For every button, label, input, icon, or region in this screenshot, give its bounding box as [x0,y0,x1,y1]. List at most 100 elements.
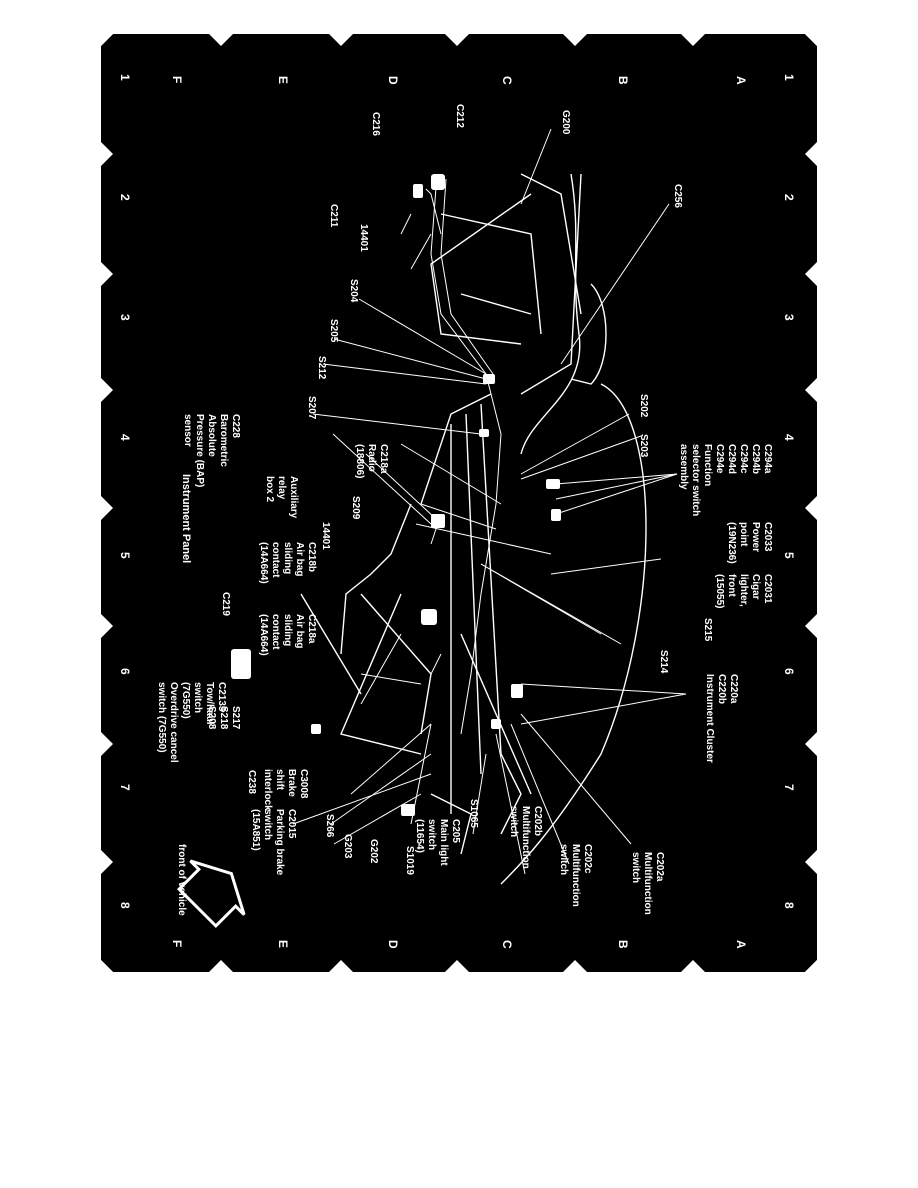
svg-text:C218a: C218a [378,444,389,474]
svg-text:(14A664): (14A664) [258,542,269,584]
label-instrument-cluster: C220a C220b Instrument Cluster [704,674,739,763]
label-c256: C256 [672,184,683,208]
svg-text:contact: contact [270,542,281,578]
grid-letter-d-bottom: D [386,940,400,949]
svg-text:C202b: C202b [532,806,543,836]
svg-text:C220b: C220b [716,674,727,704]
grid-letter-b-top: B [616,76,630,85]
border-triangle-left [101,142,113,166]
svg-text:C294c: C294c [738,444,749,474]
svg-text:assembly: assembly [678,444,689,490]
label-s217: S217 [230,706,241,730]
label-s266: S266 [324,814,335,838]
svg-text:C202c: C202c [582,844,593,874]
border-triangle-right [805,850,817,874]
svg-text:(19N236): (19N236) [726,522,737,564]
svg-text:Overdrive cancel: Overdrive cancel [168,682,179,763]
grid-number-5-left: 5 [118,552,132,559]
label-parking-brake-switch: C2015 Parking brake switch (15A851) [250,809,297,876]
label-radio: C218a Radio (18806) [354,444,389,478]
svg-text:C294d: C294d [726,444,737,474]
svg-text:(14A664): (14A664) [258,614,269,656]
svg-text:C2033: C2033 [762,522,773,552]
svg-text:Air bag: Air bag [294,542,305,576]
svg-text:(11654): (11654) [414,819,425,853]
label-g203: G203 [342,834,353,859]
label-cigar-lighter: C2031 Cigar lighter, front (15055) [714,574,773,608]
border-triangle-bottom [681,960,705,972]
diagram-title: Instrument Panel [180,474,192,563]
label-s1065: S1065 [468,799,479,828]
svg-text:Function: Function [702,444,713,486]
svg-text:lighter,: lighter, [738,574,749,607]
label-power-point: C2033 Power point (19N236) [726,522,773,564]
label-multifunction-switch-a: C202a Multifunction switch [630,852,665,915]
svg-text:Barometric: Barometric [218,414,229,467]
border-triangle-left [101,262,113,286]
svg-text:(7G550): (7G550) [180,682,191,719]
instrument-panel-wiring-diagram: 1 2 3 4 5 6 7 8 1 2 3 4 5 6 7 8 A B C D … [101,34,817,972]
svg-text:(18806): (18806) [354,444,365,478]
svg-text:switch: switch [192,682,203,713]
svg-text:switch: switch [508,806,519,837]
grid-letter-f-top: F [170,76,184,83]
grid-letter-c-bottom: C [500,940,514,949]
label-c218b-air-bag: C218b Air bag sliding contact (14A664) [258,542,317,584]
svg-text:box 2: box 2 [264,476,275,503]
border-triangle-bottom [563,960,587,972]
border-triangle-bottom [329,960,353,972]
instrument-panel-drawing [300,173,647,885]
svg-text:Radio: Radio [366,444,377,472]
label-s214: S214 [658,650,669,674]
label-c211: C211 [328,204,339,228]
svg-text:C218a: C218a [306,614,317,644]
label-s215: S215 [702,618,713,642]
grid-letter-e-top: E [276,76,290,84]
grid-number-8-right: 8 [782,902,796,909]
svg-text:switch (7G550): switch (7G550) [156,682,167,753]
border-triangle-right [805,614,817,638]
wiring-harness-and-leaders [292,128,687,875]
label-c216: C216 [370,112,381,136]
grid-number-7-right: 7 [782,784,796,791]
svg-text:Auxiliary: Auxiliary [288,476,299,519]
border-triangle-right [805,142,817,166]
svg-text:Multifunction: Multifunction [520,806,531,869]
svg-text:front: front [726,574,737,597]
svg-text:Cigar: Cigar [750,574,761,600]
grid-number-5-right: 5 [782,552,796,559]
component-labels: C212 C216 C211 14401 G200 C256 S204 S205… [156,104,773,916]
label-function-selector-switch: C294a C294b C294c C294d C294e Function s… [678,444,773,516]
svg-text:(15A851): (15A851) [250,809,261,851]
border-triangle-left [101,496,113,520]
grid-number-7-left: 7 [118,784,132,791]
front-of-vehicle-arrow-icon [176,859,246,929]
label-multifunction-switch-b: C202b Multifunction switch [508,806,543,869]
grid-number-4-left: 4 [118,434,132,441]
label-auxiliary-relay-box: Auxiliary relay box 2 [264,476,299,519]
svg-text:Main light: Main light [438,819,449,866]
label-g202: G202 [368,839,379,864]
label-s204: S204 [348,279,359,303]
border-triangle-top [209,34,233,46]
border-triangle-bottom [209,960,233,972]
border-triangle-left [101,850,113,874]
border-triangle-top [445,34,469,46]
svg-text:C202a: C202a [654,852,665,882]
svg-text:Power: Power [750,522,761,552]
border-triangle-top [329,34,353,46]
grid-letter-d-top: D [386,76,400,85]
label-s202: S202 [638,394,649,418]
svg-text:sliding: sliding [282,614,293,646]
svg-text:Pressure (BAP): Pressure (BAP) [194,414,205,487]
svg-text:selector switch: selector switch [690,444,701,516]
svg-text:interlock: interlock [262,769,273,811]
svg-text:switch: switch [426,819,437,850]
grid-number-8-left: 8 [118,902,132,909]
svg-text:Air bag: Air bag [294,614,305,648]
border-triangle-right [805,262,817,286]
svg-text:(15055): (15055) [714,574,725,608]
label-s209: S209 [350,496,361,520]
svg-text:shift: shift [274,769,285,791]
label-multifunction-switch-c: C202c Multifunction switch [558,844,593,907]
